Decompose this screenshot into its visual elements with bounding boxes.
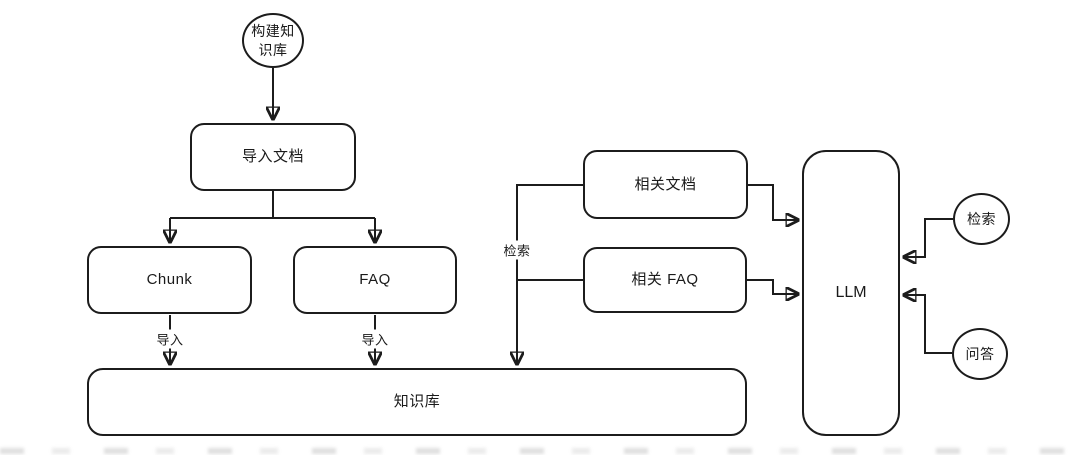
node-related-docs: 相关文档 — [583, 150, 748, 219]
edge-retrieve-to-kb — [517, 184, 583, 364]
edge-qa-to-llm — [904, 295, 952, 354]
edge-label-import-right: 导入 — [358, 329, 392, 349]
node-chunk: Chunk — [87, 246, 252, 314]
node-related-faq: 相关 FAQ — [583, 247, 747, 313]
node-qa-circle: 问答 — [952, 328, 1008, 380]
node-start-label: 构建知识库 — [251, 23, 295, 58]
edge-docs-to-llm — [748, 184, 798, 220]
node-retrieve-circle: 检索 — [953, 193, 1010, 245]
edge-retrievecircle-to-llm — [904, 218, 953, 257]
node-knowledge-base-label: 知识库 — [393, 393, 441, 411]
node-start: 构建知识库 — [242, 13, 304, 68]
node-faq: FAQ — [293, 246, 457, 314]
edge-label-retrieve: 检索 — [500, 240, 534, 260]
node-qa-circle-label: 问答 — [965, 345, 995, 362]
watermark-strip — [0, 448, 1080, 454]
node-llm-label: LLM — [835, 283, 867, 301]
node-llm: LLM — [802, 150, 900, 436]
node-faq-label: FAQ — [359, 271, 391, 289]
edge-import-tee — [170, 191, 375, 219]
node-related-faq-label: 相关 FAQ — [631, 271, 699, 289]
node-knowledge-base: 知识库 — [87, 368, 747, 436]
node-retrieve-circle-label: 检索 — [967, 210, 996, 227]
edge-rfaq-to-llm — [747, 279, 798, 294]
node-import-doc-label: 导入文档 — [241, 148, 304, 166]
node-import-doc: 导入文档 — [190, 123, 356, 191]
edge-label-import-left: 导入 — [153, 329, 187, 349]
node-related-docs-label: 相关文档 — [634, 175, 697, 193]
node-chunk-label: Chunk — [146, 271, 193, 289]
